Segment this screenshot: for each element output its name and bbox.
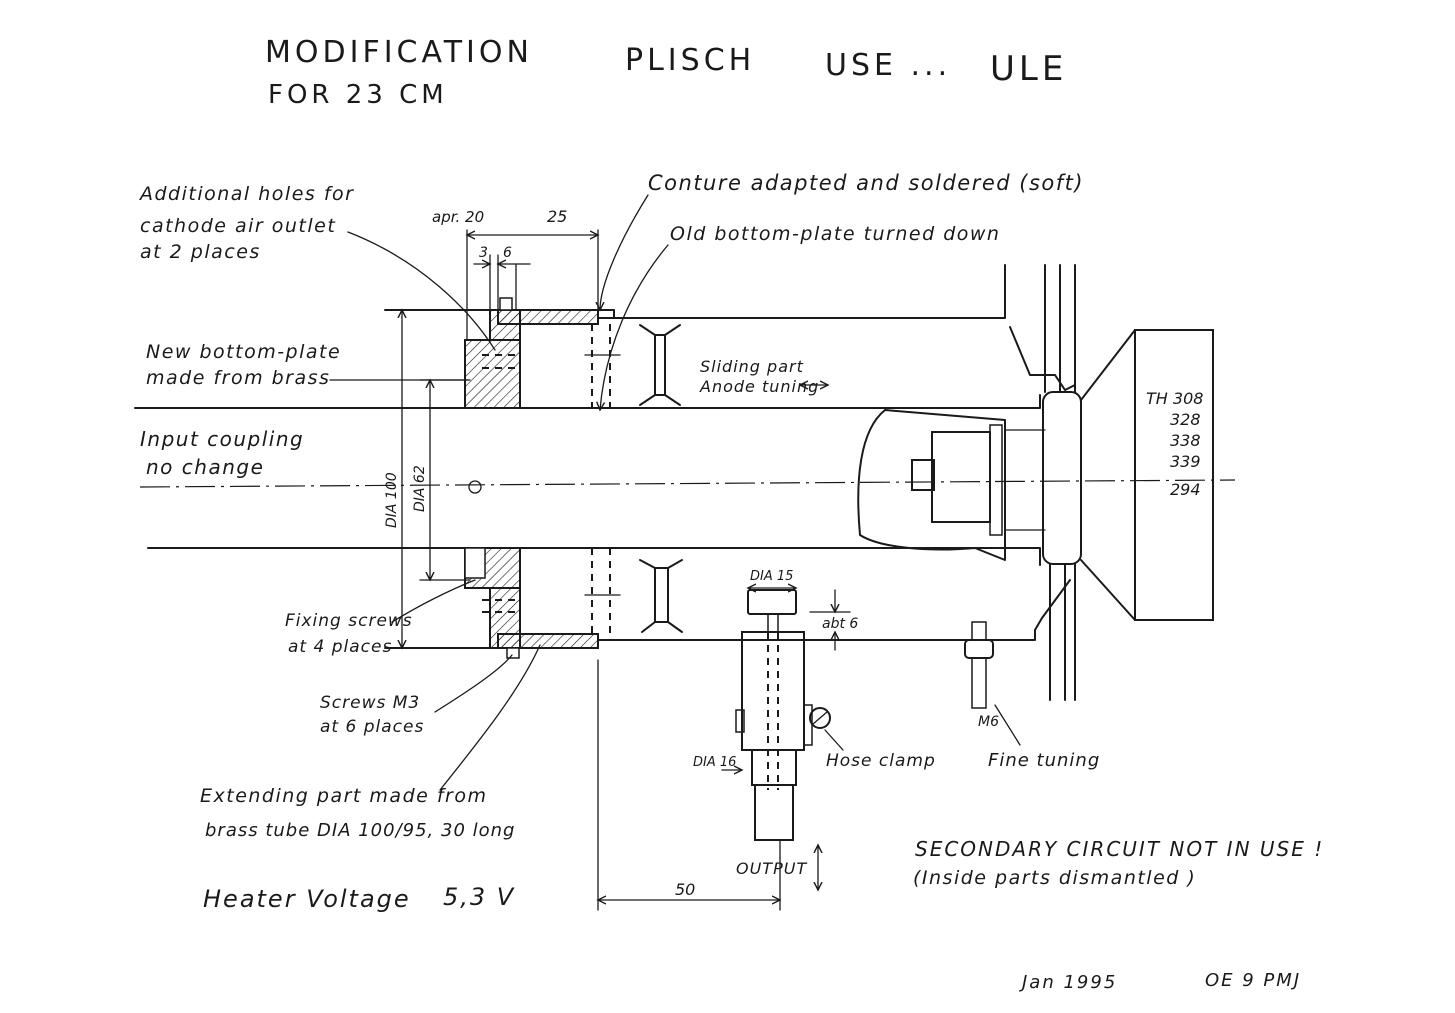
label-additional-holes-1: Additional holes for: [138, 183, 354, 205]
extending-part-lower: [497, 633, 599, 649]
output-coupling-sleeve: [741, 631, 805, 751]
tube-cooler: [1134, 329, 1214, 621]
label-screws-m3-1: Screws M3: [320, 693, 420, 713]
tube-type-2: 328: [1170, 410, 1201, 429]
annotations: Additional holes for cathode air outlet …: [138, 171, 1324, 993]
label-hose-clamp: Hose clamp: [826, 751, 936, 771]
label-conture: Conture adapted and soldered (soft): [648, 171, 1084, 195]
dim-dia100: DIA 100: [384, 472, 400, 528]
tube-type-4: 339: [1170, 452, 1201, 471]
dim-25: 25: [547, 207, 567, 226]
title-word-ule: ULE: [990, 49, 1067, 89]
label-input-coupling-1: Input coupling: [140, 427, 304, 451]
label-fixing-screws-1: Fixing screws: [285, 611, 413, 631]
title-line1: MODIFICATION: [265, 35, 533, 70]
label-heater-voltage: Heater Voltage: [203, 885, 411, 913]
leader-lines: [329, 194, 1021, 890]
label-new-bottom-plate-2: made from brass: [146, 367, 330, 389]
label-additional-holes-2: cathode air outlet: [140, 215, 336, 237]
label-sliding-part-2: Anode tuning: [699, 377, 819, 396]
extending-part-upper: [497, 309, 599, 325]
dim-6: 6: [503, 245, 512, 261]
label-extending-part-1: Extending part made from: [200, 785, 488, 807]
dim-abt6: abt 6: [822, 616, 858, 632]
dim-dia15: DIA 15: [750, 569, 793, 584]
label-screws-m3-2: at 6 places: [320, 717, 424, 737]
fine-tuning-nut: [964, 639, 994, 659]
label-input-coupling-2: no change: [146, 455, 264, 479]
dim-50: 50: [675, 880, 695, 899]
label-secondary-1: SECONDARY CIRCUIT NOT IN USE !: [915, 837, 1324, 861]
label-heater-value: 5,3 V: [443, 883, 515, 911]
hose-clamp-screw: [809, 707, 831, 729]
label-output: OUTPUT: [736, 859, 807, 878]
title-line2: FOR 23 CM: [268, 80, 448, 110]
cavity-drawing: [134, 264, 1236, 841]
label-extending-part-2: brass tube DIA 100/95, 30 long: [205, 820, 515, 841]
label-m6: M6: [978, 714, 999, 730]
drawing-title: MODIFICATION PLISCH USE ... ULE FOR 23 C…: [265, 35, 1067, 110]
bottom-plate-upper: [464, 339, 521, 409]
label-additional-holes-3: at 2 places: [140, 241, 261, 263]
label-date: Jan 1995: [1019, 972, 1117, 993]
dimension-lines: apr. 20 25 3 6 DIA 100 DIA 62 DIA 15 abt…: [384, 207, 858, 911]
label-old-bottom-plate: Old bottom-plate turned down: [670, 223, 1000, 245]
tube-type-3: 338: [1170, 431, 1201, 450]
tube-anode-ring: [1042, 391, 1082, 565]
label-fixing-screws-2: at 4 places: [288, 637, 392, 657]
title-word-plisch: PLISCH: [625, 43, 755, 78]
label-new-bottom-plate-1: New bottom-plate: [146, 341, 341, 363]
output-coupling-head: [747, 589, 797, 615]
dim-dia16: DIA 16: [693, 755, 736, 770]
label-secondary-2: (Inside parts dismantled ): [913, 867, 1196, 889]
tube-type-5: 294: [1170, 480, 1201, 499]
dim-apr20: apr. 20: [432, 208, 484, 226]
tube-type-1: TH 308: [1146, 389, 1203, 408]
title-word-use: USE ...: [825, 48, 951, 83]
label-author: OE 9 PMJ: [1205, 970, 1301, 991]
label-sliding-part-1: Sliding part: [700, 357, 804, 376]
dim-3: 3: [479, 245, 488, 261]
label-fine-tuning: Fine tuning: [988, 750, 1100, 771]
dim-dia62: DIA 62: [412, 465, 428, 512]
